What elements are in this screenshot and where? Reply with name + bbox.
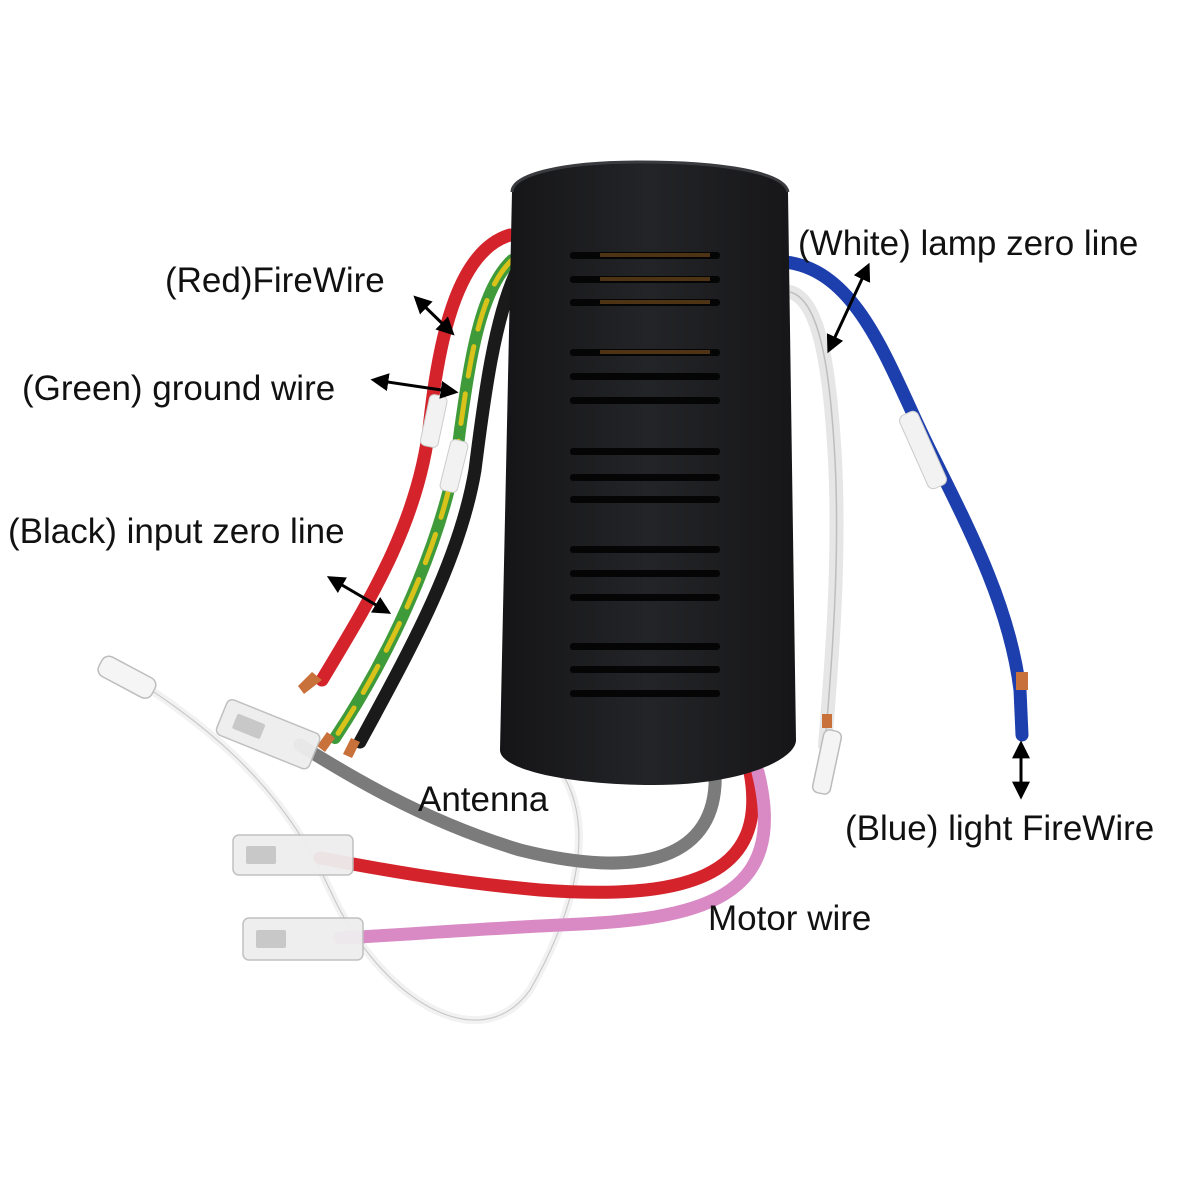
antenna-terminal bbox=[97, 655, 157, 699]
copper-strand-green bbox=[317, 732, 335, 752]
gray-motor-wire bbox=[293, 738, 722, 870]
right-wire-bundle bbox=[778, 255, 1029, 795]
white-lamp-arrow bbox=[826, 262, 871, 354]
vent-slot bbox=[570, 643, 720, 650]
vent-slot bbox=[570, 397, 720, 404]
red-firewire-arrow bbox=[413, 295, 455, 336]
label-antenna: Antenna bbox=[418, 780, 549, 819]
vent-slot bbox=[570, 373, 720, 380]
vent-glow bbox=[600, 277, 710, 281]
controller-housing bbox=[500, 160, 796, 785]
bottom-wire-bundle bbox=[97, 655, 771, 1024]
black-input-arrow bbox=[326, 576, 392, 614]
vent-glow bbox=[600, 253, 710, 257]
label-blue-light-firewire: (Blue) light FireWire bbox=[845, 809, 1154, 848]
vent-slot bbox=[570, 546, 720, 553]
label-red-firewire: (Red)FireWire bbox=[165, 261, 385, 300]
vent-slot bbox=[570, 690, 720, 697]
copper-strand-black bbox=[343, 738, 360, 758]
pink-motor-wire bbox=[333, 765, 771, 945]
vent-slot bbox=[570, 666, 720, 673]
white-wire-terminal bbox=[811, 729, 843, 795]
callout-labels: (Red)FireWire (Green) ground wire (Black… bbox=[8, 224, 1154, 938]
pink-wire-terminal bbox=[242, 917, 364, 961]
white-lamp-wire bbox=[783, 285, 844, 752]
vent-slot bbox=[570, 594, 720, 601]
left-wire-bundle bbox=[298, 228, 522, 758]
label-black-input-zero: (Black) input zero line bbox=[8, 512, 345, 551]
label-green-ground: (Green) ground wire bbox=[22, 369, 335, 408]
vent-glow bbox=[600, 300, 710, 304]
vent-slot bbox=[570, 448, 720, 455]
callout-arrows bbox=[326, 262, 1030, 800]
label-white-lamp-zero: (White) lamp zero line bbox=[798, 224, 1138, 263]
copper-strand-blue bbox=[1016, 672, 1028, 690]
green-ground-arrow bbox=[370, 373, 459, 399]
red-motor-wire bbox=[313, 765, 760, 899]
label-motor-wire: Motor wire bbox=[708, 899, 871, 938]
copper-strand-red bbox=[298, 672, 322, 694]
copper-strand-white bbox=[822, 714, 832, 728]
vent-slots bbox=[570, 252, 720, 697]
red-wire-terminal bbox=[232, 834, 354, 876]
vent-slot bbox=[570, 496, 720, 503]
vent-slot bbox=[570, 570, 720, 577]
gray-wire-terminal bbox=[215, 698, 321, 770]
vent-slot bbox=[570, 474, 720, 481]
vent-glow bbox=[600, 350, 710, 354]
black-input-wire bbox=[353, 268, 522, 749]
yellow-stripe bbox=[332, 257, 515, 741]
green-ground-wire bbox=[329, 254, 518, 744]
